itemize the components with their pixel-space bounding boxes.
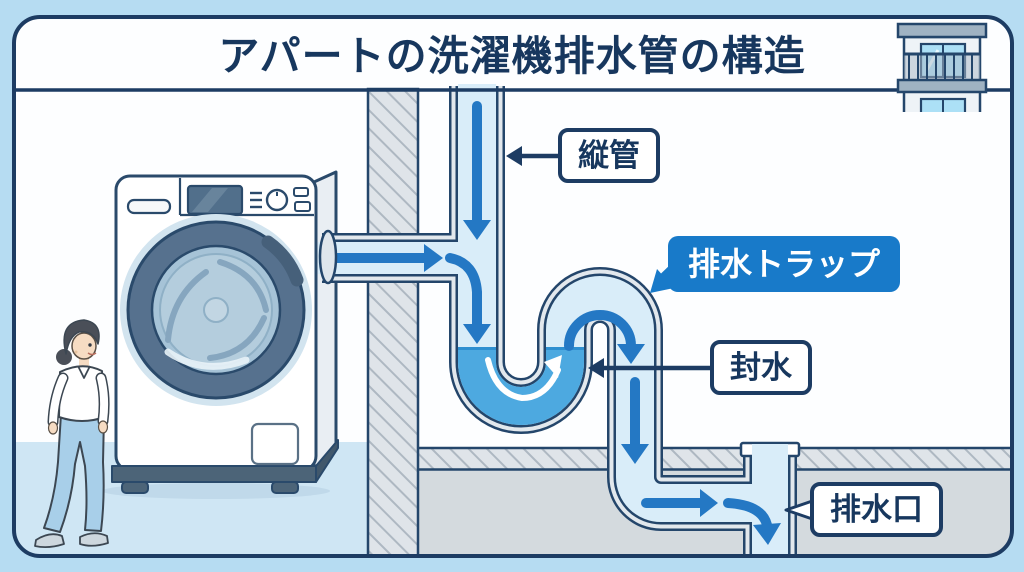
label-vertical-pipe: 縦管 [558, 128, 660, 183]
woman-standing-illustration [34, 319, 110, 549]
balcony-railing [908, 55, 973, 80]
drum-washing-machine-illustration [111, 170, 339, 494]
panel-frame-border [12, 15, 1014, 558]
washer-hose-flange [318, 229, 338, 285]
label-drain-outlet: 排水口 [810, 482, 943, 537]
washer-door-handle [261, 235, 304, 287]
page-title: アパートの洗濯機排水管の構造 [218, 33, 806, 79]
washer-drawer [250, 422, 300, 466]
water-flow-arrows [331, 101, 781, 545]
water-seal-flow-arrow [485, 355, 562, 402]
label-drain-trap: 排水トラップ [668, 236, 901, 292]
washer-dial [265, 188, 289, 212]
wall-hatch [366, 87, 420, 556]
apartment-building-icon [896, 22, 988, 112]
label-water-seal: 封水 [710, 340, 812, 395]
floor-hatch [417, 446, 1012, 471]
